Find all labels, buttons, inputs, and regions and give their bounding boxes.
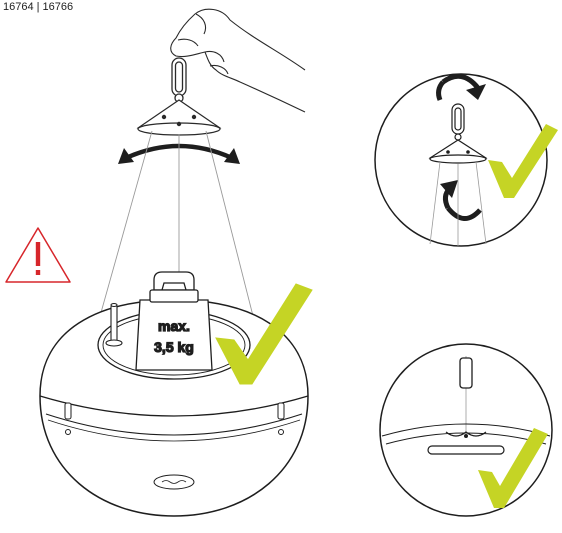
hang-pin bbox=[105, 302, 123, 347]
bowl-rim-detail bbox=[381, 423, 551, 437]
weight-icon: max. 3,5 kg bbox=[135, 271, 213, 371]
detail-circle-rotation bbox=[374, 73, 558, 247]
product-code-label: 16764 | 16766 bbox=[3, 1, 74, 13]
weight-label-kg: 3,5 kg bbox=[154, 339, 194, 355]
checkmark-icon-detail-top bbox=[488, 124, 558, 198]
weight-label-max: max. bbox=[158, 318, 190, 334]
cord-clips bbox=[64, 402, 285, 435]
hanger-cone bbox=[136, 99, 222, 136]
cord-clip-detail bbox=[459, 357, 473, 389]
rotate-arrows-icon bbox=[436, 73, 486, 221]
hook-ring bbox=[171, 57, 187, 103]
checkmark-icon-detail-bottom bbox=[478, 428, 548, 508]
detail-circle-clip bbox=[379, 343, 553, 517]
hand-icon bbox=[170, 8, 306, 113]
hook-detail bbox=[428, 103, 488, 164]
slot-hook-detail bbox=[445, 431, 487, 437]
detail-cords bbox=[429, 161, 487, 246]
checkmark-icon bbox=[215, 283, 313, 385]
slot-detail bbox=[427, 445, 505, 455]
warning-triangle-icon bbox=[5, 227, 71, 283]
